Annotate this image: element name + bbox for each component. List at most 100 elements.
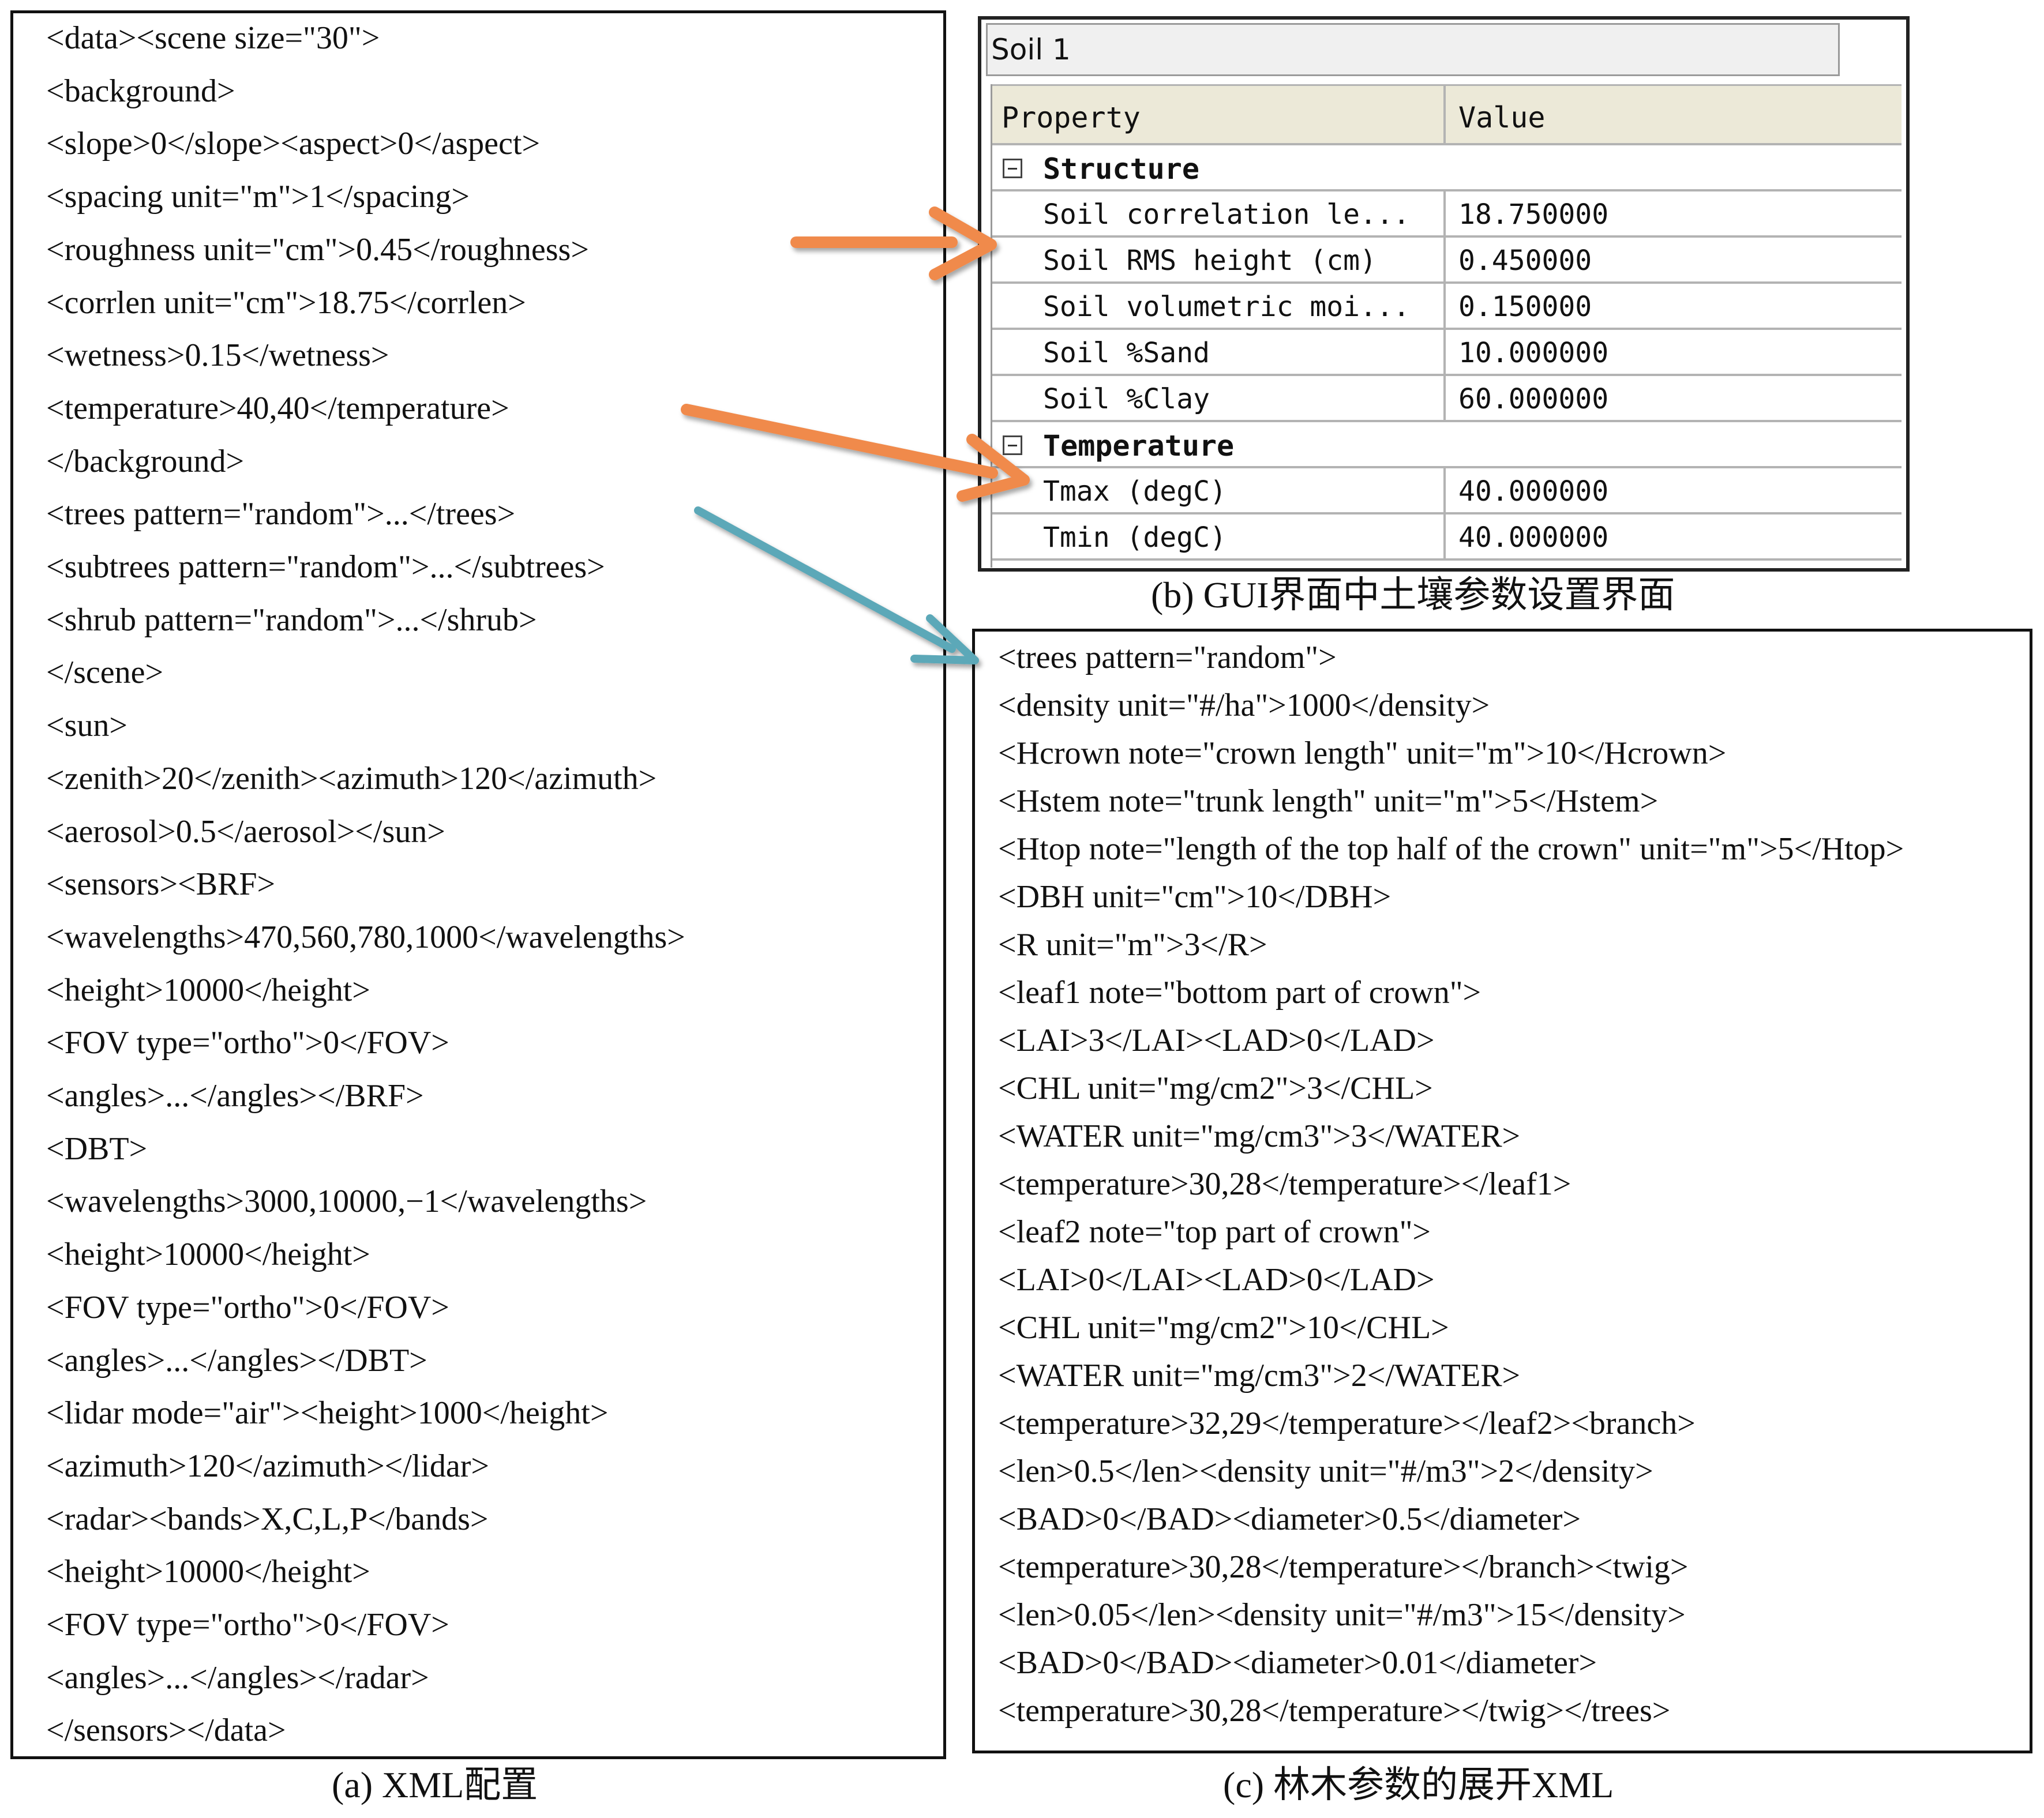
window-title: Soil 1 [991, 33, 1071, 66]
xml-config-line-10: <trees pattern="random">...</trees> [46, 496, 516, 532]
xml-config-line-22: <DBT> [46, 1130, 148, 1167]
xml-config-line-17: <sensors><BRF> [46, 866, 276, 903]
window-titlebar: Soil 1 [986, 23, 1840, 76]
soil-property-window: Soil 1 Property Value Structure Soil cor… [978, 16, 1910, 572]
xml-config-line-13: </scene> [46, 655, 164, 691]
trees-xml-line-14: <LAI>0</LAI><LAD>0</LAD> [998, 1262, 1435, 1298]
xml-config-line-12: <shrub pattern="random">...</shrub> [46, 602, 537, 638]
trees-xml-line-9: <LAI>3</LAI><LAD>0</LAD> [998, 1023, 1435, 1058]
arrow-trees-to-expanded-xml-icon [694, 506, 979, 664]
xml-config-line-20: <FOV type="ortho">0</FOV> [46, 1025, 449, 1061]
xml-config-line-30: <height>10000</height> [46, 1554, 370, 1590]
trees-xml-line-8: <leaf1 note="bottom part of crown"> [998, 975, 1482, 1011]
xml-config-line-6: <corrlen unit="cm">18.75</corrlen> [46, 284, 526, 321]
collapse-structure-icon[interactable] [1003, 159, 1022, 178]
xml-config-line-8: <temperature>40,40</temperature> [46, 390, 509, 426]
trees-xml-line-22: <BAD>0</BAD><diameter>0.01</diameter> [998, 1645, 1597, 1681]
property-value[interactable]: 60.000000 [1458, 383, 1609, 415]
xml-config-line-21: <angles>...</angles></BRF> [46, 1078, 424, 1114]
xml-config-line-1: <data><scene size="30"> [46, 20, 380, 56]
trees-xml-line-1: <trees pattern="random"> [998, 640, 1337, 675]
trees-xml-line-23: <temperature>30,28</temperature></twig><… [998, 1693, 1671, 1729]
arrow-roughness-to-rms-icon [790, 206, 997, 280]
trees-xml-line-2: <density unit="#/ha">1000</density> [998, 688, 1490, 723]
xml-config-line-29: <radar><bands>X,C,L,P</bands> [46, 1501, 489, 1537]
property-grid: Property Value Structure Soil correlatio… [991, 84, 1902, 568]
property-row-tmax[interactable]: Tmax (degC) 40.000000 [992, 468, 1902, 514]
xml-config-line-5: <roughness unit="cm">0.45</roughness> [46, 231, 589, 268]
xml-config-line-27: <lidar mode="air"><height>1000</height> [46, 1395, 609, 1432]
property-row-soil-sand[interactable]: Soil %Sand 10.000000 [992, 330, 1902, 376]
trees-xml-line-19: <BAD>0</BAD><diameter>0.5</diameter> [998, 1501, 1581, 1537]
trees-xml-line-12: <temperature>30,28</temperature></leaf1> [998, 1166, 1572, 1202]
trees-xml-line-15: <CHL unit="mg/cm2">10</CHL> [998, 1310, 1449, 1346]
trees-xml-line-4: <Hstem note="trunk length" unit="m">5</H… [998, 783, 1659, 819]
xml-config-line-3: <slope>0</slope><aspect>0</aspect> [46, 126, 541, 162]
trees-xml-line-5: <Htop note="length of the top half of th… [998, 831, 1904, 867]
property-name: Tmax (degC) [1043, 475, 1227, 508]
trees-xml-line-17: <temperature>32,29</temperature></leaf2>… [998, 1406, 1696, 1441]
trees-xml-line-18: <len>0.5</len><density unit="#/m3">2</de… [998, 1453, 1653, 1489]
xml-config-line-33: </sensors></data> [46, 1712, 286, 1749]
xml-config-line-2: <background> [46, 73, 235, 109]
xml-config-line-26: <angles>...</angles></DBT> [46, 1342, 427, 1378]
xml-config-line-31: <FOV type="ortho">0</FOV> [46, 1607, 449, 1643]
column-header-property[interactable]: Property [1002, 101, 1141, 134]
trees-xml-line-11: <WATER unit="mg/cm3">3</WATER> [998, 1118, 1521, 1154]
property-name: Soil RMS height (cm) [1043, 245, 1377, 277]
xml-config-panel [10, 10, 946, 1759]
xml-config-line-23: <wavelengths>3000,10000,−1</wavelengths> [46, 1184, 647, 1220]
trees-xml-line-7: <R unit="m">3</R> [998, 927, 1267, 963]
xml-config-line-18: <wavelengths>470,560,780,1000</wavelengt… [46, 919, 685, 955]
trees-xml-line-21: <len>0.05</len><density unit="#/m3">15</… [998, 1597, 1686, 1633]
property-value[interactable]: 0.150000 [1458, 291, 1592, 323]
trees-xml-line-10: <CHL unit="mg/cm2">3</CHL> [998, 1070, 1433, 1106]
column-header-value[interactable]: Value [1458, 101, 1546, 134]
xml-config-line-9: </background> [46, 443, 245, 479]
trees-xml-line-16: <WATER unit="mg/cm3">2</WATER> [998, 1358, 1521, 1393]
trees-xml-line-20: <temperature>30,28</temperature></branch… [998, 1549, 1689, 1585]
property-value[interactable]: 10.000000 [1458, 337, 1609, 369]
property-value[interactable]: 18.750000 [1458, 198, 1609, 231]
xml-config-line-7: <wetness>0.15</wetness> [46, 337, 389, 374]
trees-xml-line-3: <Hcrown note="crown length" unit="m">10<… [998, 735, 1727, 771]
xml-config-line-11: <subtrees pattern="random">...</subtrees… [46, 549, 605, 585]
property-name: Tmin (degC) [1043, 521, 1227, 554]
property-value[interactable]: 40.000000 [1458, 521, 1609, 554]
xml-config-line-28: <azimuth>120</azimuth></lidar> [46, 1448, 490, 1484]
property-row-tmin[interactable]: Tmin (degC) 40.000000 [992, 514, 1902, 561]
collapse-temperature-icon[interactable] [1003, 435, 1022, 455]
property-row-soil-correlation[interactable]: Soil correlation le... 18.750000 [992, 191, 1902, 238]
xml-config-line-16: <aerosol>0.5</aerosol></sun> [46, 813, 445, 850]
property-value[interactable]: 0.450000 [1458, 245, 1592, 277]
section-label-temperature: Temperature [1043, 429, 1235, 463]
property-row-soil-clay[interactable]: Soil %Clay 60.000000 [992, 376, 1902, 422]
trees-xml-line-6: <DBH unit="cm">10</DBH> [998, 879, 1392, 915]
property-name: Soil %Clay [1043, 383, 1210, 415]
trees-xml-panel [972, 629, 2032, 1753]
grid-header-row: Property Value [992, 84, 1902, 145]
property-name: Soil volumetric moi... [1043, 291, 1410, 323]
xml-config-line-32: <angles>...</angles></radar> [46, 1659, 429, 1696]
section-structure[interactable]: Structure [992, 145, 1902, 191]
caption-xml-config: (a) XML配置 [332, 1764, 538, 1805]
property-name: Soil %Sand [1043, 337, 1210, 369]
property-name: Soil correlation le... [1043, 198, 1410, 231]
arrow-temperature-to-tmax-icon [681, 404, 1030, 502]
property-value[interactable]: 40.000000 [1458, 475, 1609, 508]
xml-config-line-25: <FOV type="ortho">0</FOV> [46, 1289, 449, 1325]
trees-xml-line-13: <leaf2 note="top part of crown"> [998, 1214, 1431, 1250]
property-row-soil-volumetric-moisture[interactable]: Soil volumetric moi... 0.150000 [992, 284, 1902, 330]
xml-config-line-4: <spacing unit="m">1</spacing> [46, 179, 470, 215]
section-label-structure: Structure [1043, 152, 1199, 186]
caption-gui: (b) GUI界面中土壤参数设置界面 [1151, 574, 1675, 615]
xml-config-line-19: <height>10000</height> [46, 972, 370, 1008]
section-temperature[interactable]: Temperature [992, 422, 1902, 468]
xml-config-line-15: <zenith>20</zenith><azimuth>120</azimuth… [46, 760, 657, 797]
property-row-soil-rms-height[interactable]: Soil RMS height (cm) 0.450000 [992, 238, 1902, 284]
xml-config-line-24: <height>10000</height> [46, 1237, 370, 1273]
xml-config-line-14: <sun> [46, 708, 127, 744]
caption-trees-xml: (c) 林木参数的展开XML [1223, 1764, 1614, 1805]
